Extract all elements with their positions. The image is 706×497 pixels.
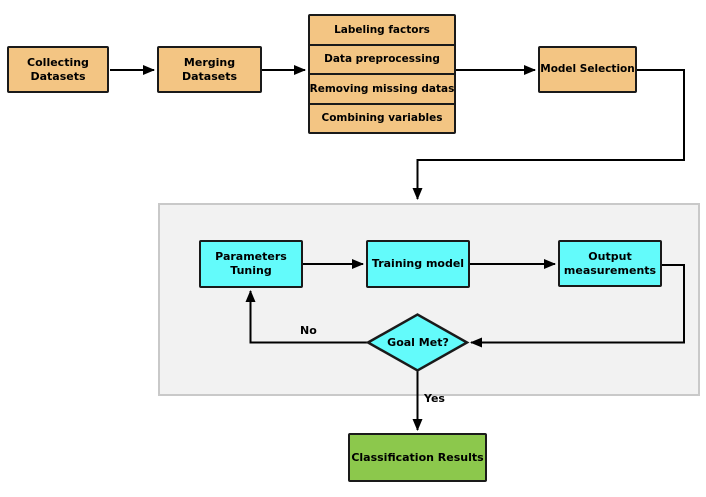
stack-row-combining-variables: Combining variables	[321, 112, 443, 125]
stack-row-data-preprocessing: Data preprocessing	[310, 46, 454, 75]
goal-met-decision-diamond	[365, 313, 470, 372]
node-classification-results: Classification Results	[348, 433, 487, 482]
node-collecting-datasets: Collecting Datasets	[7, 46, 109, 93]
arrow-output-to-goal-met	[470, 264, 685, 348]
goal-met-decision-label: Goal Met?	[387, 336, 449, 349]
edge-label-yes: Yes	[424, 392, 445, 405]
stack-row-labeling-factors: Labeling factors	[310, 16, 454, 46]
stack-row-removing-missing-datas: Removing missing datas	[310, 75, 454, 105]
edge-label-no: No	[300, 324, 317, 337]
node-training-model: Training model	[366, 240, 470, 288]
node-merging-datasets: Merging Datasets	[157, 46, 262, 93]
node-parameters-tuning: Parameters Tuning	[199, 240, 303, 288]
node-model-selection: Model Selection	[538, 46, 637, 93]
node-output-measurements: Output measurements	[558, 240, 662, 287]
node-preprocessing-stack: Labeling factors Data preprocessing Remo…	[308, 14, 456, 134]
arrow-model-selection-to-loop	[412, 69, 685, 200]
arrow-goal-met-no-to-parameters	[245, 290, 368, 344]
